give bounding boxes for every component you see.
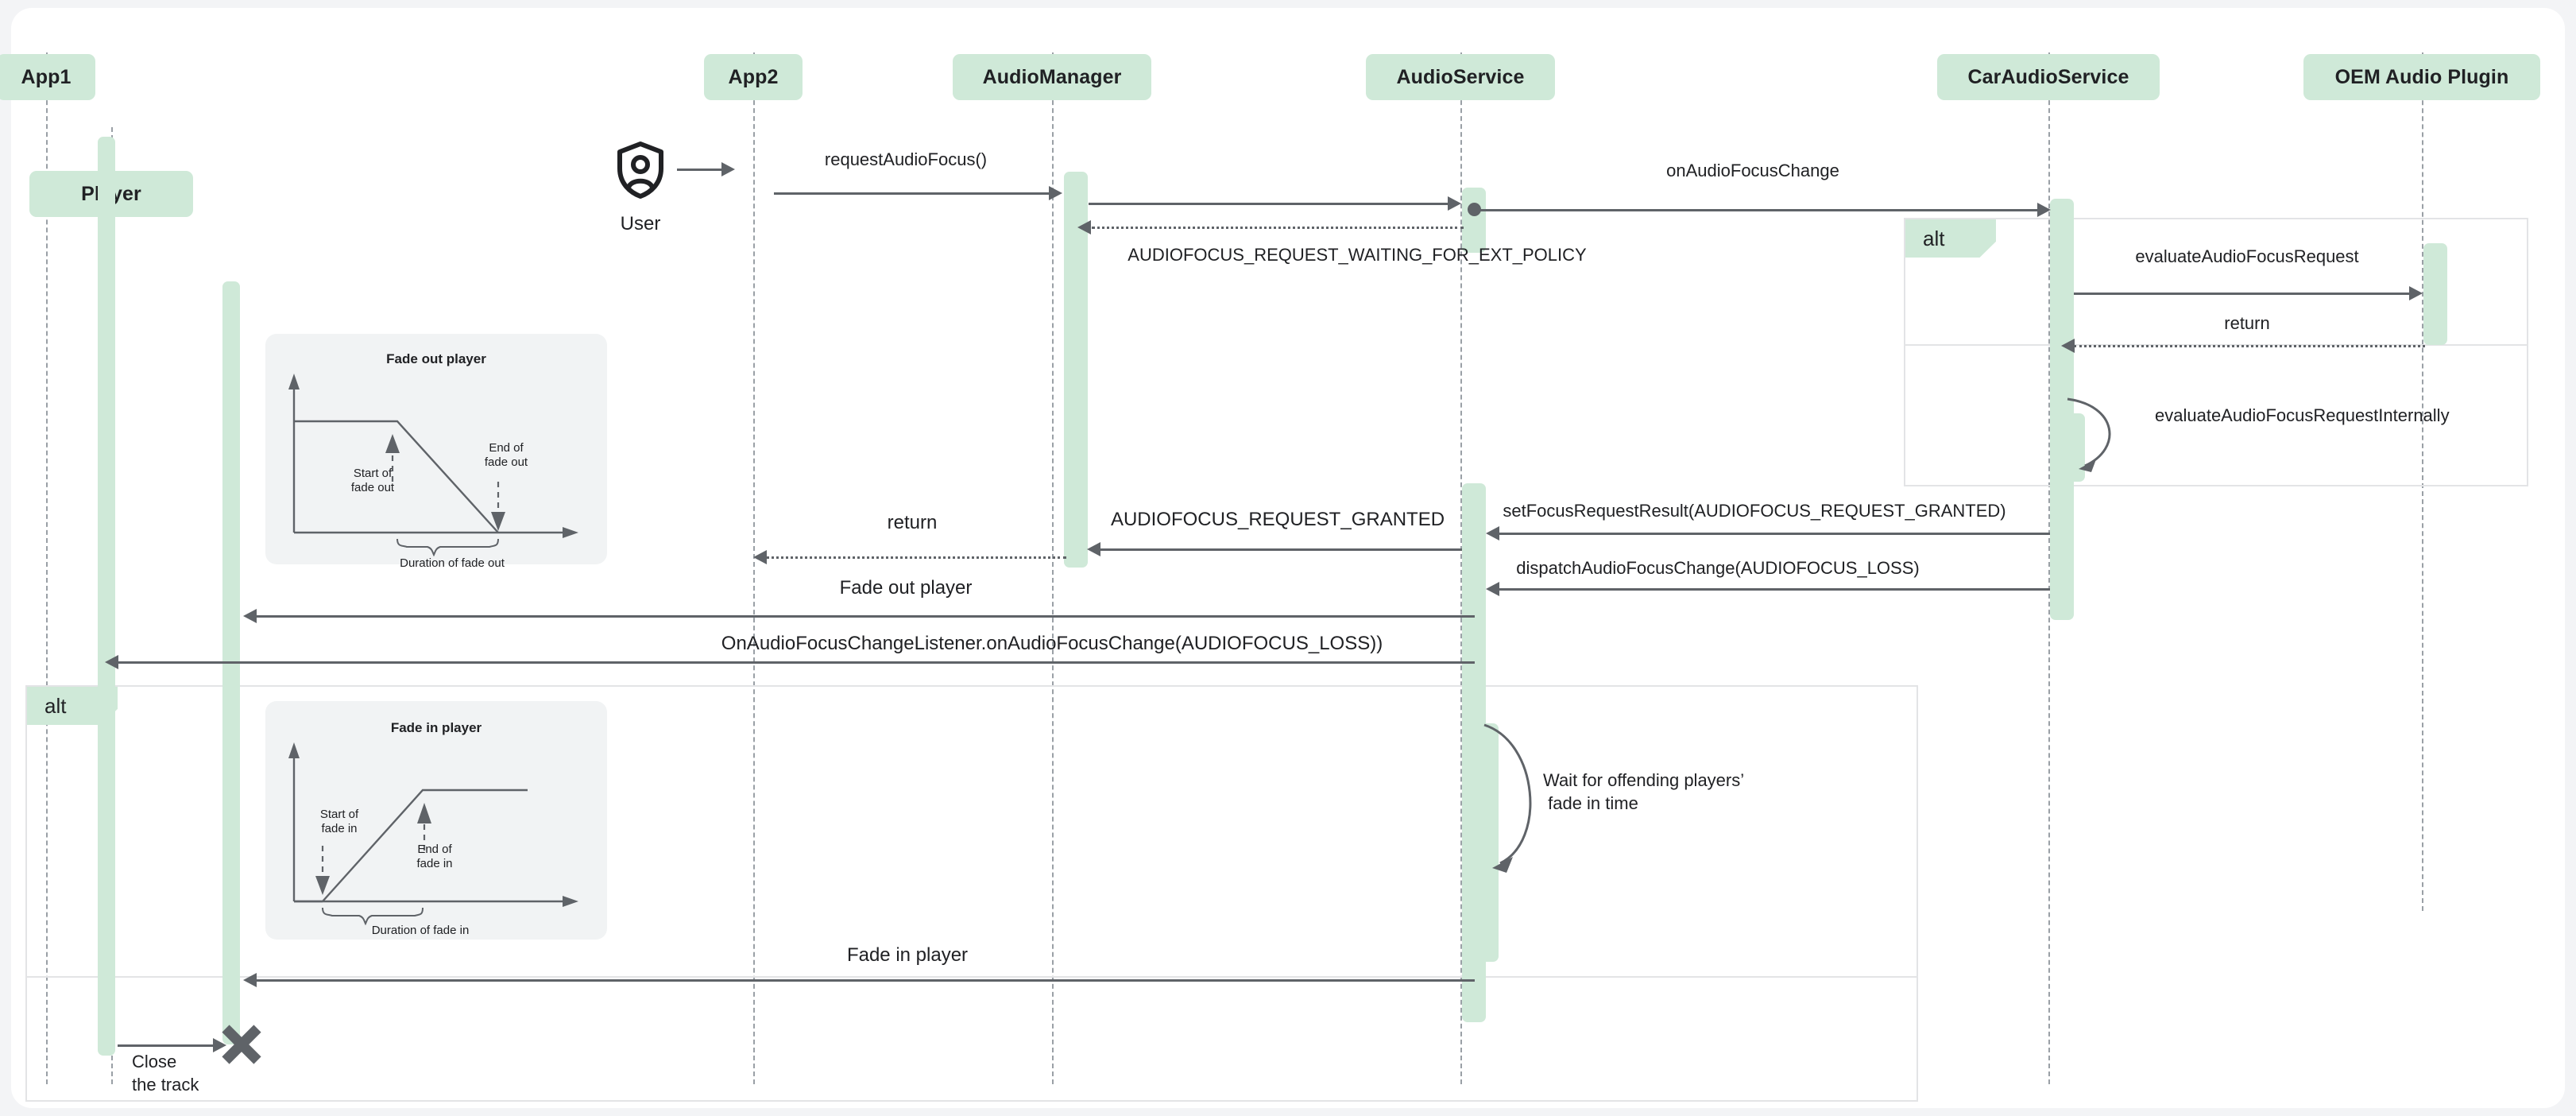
note-fade-in-start-label: Start of fade in: [319, 808, 359, 836]
message-m8-line: [1499, 533, 2050, 535]
fragment-alt-left: [25, 685, 1918, 1102]
message-m3-origin-dot: [1468, 203, 1481, 216]
participant-audiomanager[interactable]: AudioManager: [953, 54, 1151, 100]
activation-oemplugin: [2423, 243, 2447, 345]
message-m6-arrowhead: [2061, 339, 2075, 353]
participant-app1[interactable]: App1: [0, 54, 95, 100]
user-shield-icon: [617, 141, 663, 199]
message-m11-line: [1499, 588, 2050, 591]
activation-caraudioservice-nested: [2061, 413, 2085, 482]
actor-user-label: User: [620, 213, 661, 234]
message-m3-line: [1475, 209, 2042, 211]
message-m16-arrowhead: [213, 1038, 226, 1052]
message-m14-label: Wait for offending players’ fade in time: [1543, 770, 1745, 813]
participant-audioservice-label: AudioService: [1396, 65, 1525, 88]
fragment-alt-left-label: alt: [44, 693, 67, 718]
message-user-to-app2-line: [677, 169, 723, 171]
message-m14-self-arc: [1483, 723, 1532, 873]
note-fade-out-start-label: Start of fade out: [350, 467, 395, 495]
message-m13-arrowhead: [105, 655, 118, 669]
message-m9-line: [1100, 548, 1462, 551]
message-m12-arrowhead: [243, 609, 257, 623]
message-m15-label: Fade in player: [846, 944, 969, 966]
message-m11-arrowhead: [1486, 582, 1499, 596]
message-m10-line: [766, 556, 1066, 559]
message-m13-line: [118, 661, 1475, 664]
participant-audioservice[interactable]: AudioService: [1366, 54, 1555, 100]
lifeline-app1: [46, 52, 48, 1084]
message-m7-label: evaluateAudioFocusRequestInternally: [2155, 405, 2450, 425]
participant-app1-label: App1: [21, 65, 72, 88]
message-m1-label: requestAudioFocus(): [824, 149, 988, 169]
fragment-alt-right-label-box: alt: [1905, 219, 1996, 258]
lifeline-destroy-x-icon: [222, 1025, 261, 1064]
message-m9-arrowhead: [1087, 542, 1100, 556]
message-m11-label: dispatchAudioFocusChange(AUDIOFOCUS_LOSS…: [1516, 558, 1920, 578]
activation-audioservice-nested: [1475, 723, 1499, 962]
message-user-to-app2-arrowhead: [721, 162, 735, 176]
participant-caraudioservice[interactable]: CarAudioService: [1937, 54, 2160, 100]
lifeline-app2: [753, 52, 755, 1084]
message-m6-label: return: [2224, 313, 2270, 333]
message-m1-arrowhead: [1049, 186, 1062, 200]
message-m5-arrowhead: [2409, 286, 2423, 300]
lifeline-caraudioservice: [2048, 52, 2050, 1084]
message-m13-label: OnAudioFocusChangeListener.onAudioFocusC…: [721, 633, 1383, 654]
note-fade-out-player: [265, 334, 607, 564]
participant-audiomanager-label: AudioManager: [982, 65, 1122, 88]
note-fade-in-end-label: End of fade in: [416, 843, 453, 871]
message-m2-arrowhead: [1448, 196, 1461, 211]
message-m9-label: AUDIOFOCUS_REQUEST_GRANTED: [1110, 509, 1445, 530]
note-fade-in-player: [265, 701, 607, 940]
activation-app1: [98, 137, 115, 1056]
message-m8-arrowhead: [1486, 526, 1499, 541]
participant-caraudioservice-label: CarAudioService: [1967, 65, 2129, 88]
fragment-alt-left-divider: [27, 976, 1917, 978]
fragment-alt-right: [1904, 218, 2528, 486]
note-fade-out-duration-label: Duration of fade out: [400, 556, 505, 570]
activation-caraudioservice: [2050, 199, 2074, 620]
note-fade-out-end-label: End of fade out: [484, 441, 528, 470]
message-m4-arrowhead: [1077, 220, 1091, 234]
message-m4-line: [1092, 227, 1464, 229]
chart-fade-out: [288, 374, 578, 557]
message-m10-arrowhead: [753, 550, 767, 564]
note-fade-in-duration-label: Duration of fade in: [371, 924, 470, 937]
message-m3-arrowhead: [2037, 203, 2051, 217]
message-m4-label: AUDIOFOCUS_REQUEST_WAITING_FOR_EXT_POLIC…: [1127, 245, 1587, 265]
note-fade-out-title: Fade out player: [386, 351, 486, 366]
message-m8-label: setFocusRequestResult(AUDIOFOCUS_REQUEST…: [1503, 501, 2006, 521]
activation-audioservice-1: [1462, 188, 1486, 253]
lifeline-audiomanager: [1052, 52, 1054, 1084]
message-m2-line: [1089, 203, 1449, 205]
lifeline-oemplugin: [2422, 52, 2423, 911]
message-m3-label: onAudioFocusChange: [1666, 161, 1839, 180]
note-fade-in-title: Fade in player: [390, 720, 482, 735]
message-m7-self-arc: [2067, 397, 2111, 472]
chart-fade-in: [288, 742, 578, 926]
message-m5-label: evaluateAudioFocusRequest: [2135, 246, 2359, 266]
message-m10-label: return: [887, 512, 938, 533]
message-m5-line: [2074, 293, 2411, 295]
participant-oemplugin-label: OEM Audio Plugin: [2334, 65, 2509, 88]
fragment-alt-right-label: alt: [1923, 226, 1945, 250]
message-m6-line: [2074, 345, 2425, 347]
message-m16-line: [118, 1044, 216, 1047]
message-m15-arrowhead: [243, 973, 257, 987]
diagram-canvas: alt alt App1 Player App2 AudioManager Au…: [0, 8, 2565, 1108]
activation-audiomanager: [1064, 172, 1088, 568]
message-m1-line: [774, 192, 1050, 195]
message-m12-label: Fade out player: [839, 577, 973, 599]
participant-oemplugin[interactable]: OEM Audio Plugin: [2303, 54, 2540, 100]
participant-app2-label: App2: [728, 65, 779, 88]
participant-app2[interactable]: App2: [704, 54, 803, 100]
message-m15-line: [256, 979, 1475, 982]
lifeline-audioservice: [1460, 52, 1462, 1084]
message-m12-line: [256, 615, 1475, 618]
message-m16-label: Close the track: [132, 1052, 199, 1095]
